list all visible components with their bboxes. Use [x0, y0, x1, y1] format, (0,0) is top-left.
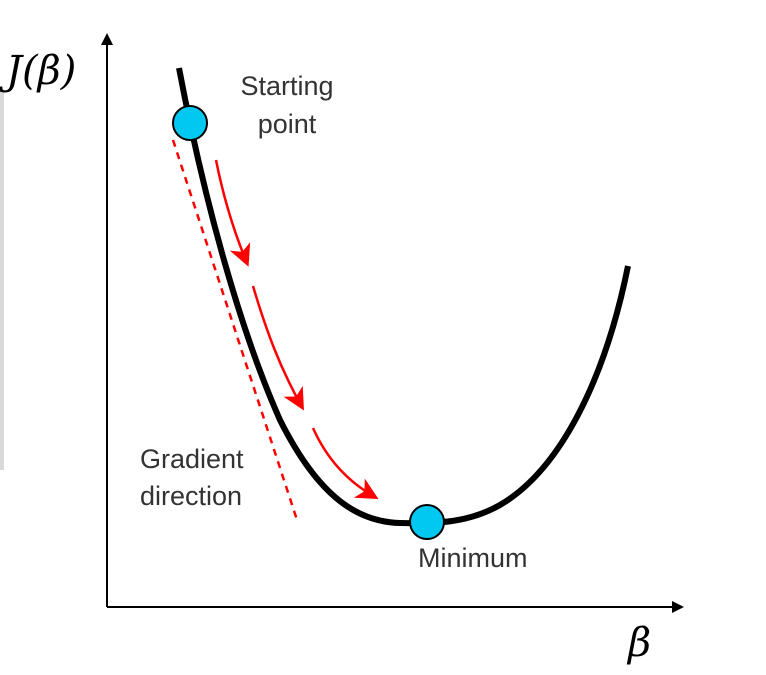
descent-arrow-3: [311, 427, 379, 499]
starting-point-label-line2: point: [258, 109, 317, 139]
gradient-direction-label-line2: direction: [140, 481, 242, 511]
starting-point-marker: [172, 105, 208, 141]
starting-point-label-line1: Starting: [240, 71, 333, 101]
left-edge-panel: [0, 90, 4, 470]
x-axis-label: β: [626, 620, 651, 666]
minimum-point-marker: [409, 504, 445, 540]
gradient-direction-label-line1: Gradient: [140, 444, 244, 474]
gradient-direction-line: [171, 139, 299, 521]
descent-arrow-2: [251, 285, 304, 411]
descent-arrow-1: [214, 159, 251, 267]
y-axis-label: J(β): [0, 48, 76, 94]
minimum-label: Minimum: [418, 543, 528, 573]
cost-curve: [176, 67, 631, 527]
